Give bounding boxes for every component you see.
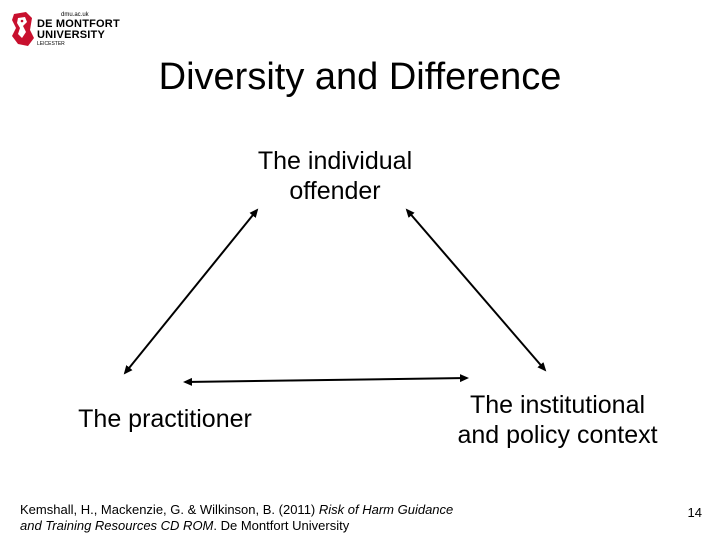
node-top-line1: The individual	[257, 147, 413, 175]
node-right-line1: The institutional	[469, 391, 646, 419]
page-number: 14	[687, 505, 702, 520]
node-practitioner: The practitioner	[40, 404, 290, 434]
node-left-line1: The practitioner	[78, 405, 252, 433]
citation: Kemshall, H., Mackenzie, G. & Wilkinson,…	[20, 502, 460, 534]
node-top-line2: offender	[289, 177, 381, 205]
logo-name-line1: DE MONTFORT	[37, 18, 120, 30]
node-institutional-context: The institutional and policy context	[420, 390, 695, 450]
node-individual-offender: The individual offender	[220, 146, 450, 206]
logo-text: dmu.ac.uk DE MONTFORT UNIVERSITY LEICEST…	[37, 12, 120, 47]
citation-authors: Kemshall, H., Mackenzie, G. & Wilkinson,…	[20, 502, 319, 517]
logo-location: LEICESTER	[37, 41, 65, 47]
lion-crest-icon	[12, 12, 34, 46]
arrow-top-left	[123, 208, 259, 375]
arrow-top-right	[405, 208, 547, 372]
logo-name-line2: UNIVERSITY	[37, 29, 106, 41]
node-right-line2: and policy context	[457, 421, 658, 449]
arrow-left-right	[183, 374, 469, 386]
logo-url: dmu.ac.uk	[61, 12, 89, 18]
university-logo: dmu.ac.uk DE MONTFORT UNIVERSITY LEICEST…	[8, 8, 120, 50]
citation-publisher: . De Montfort University	[213, 518, 350, 533]
slide-title: Diversity and Difference	[158, 56, 562, 98]
citation-title: Risk of Harm Guidance and Training Resou…	[20, 502, 454, 533]
